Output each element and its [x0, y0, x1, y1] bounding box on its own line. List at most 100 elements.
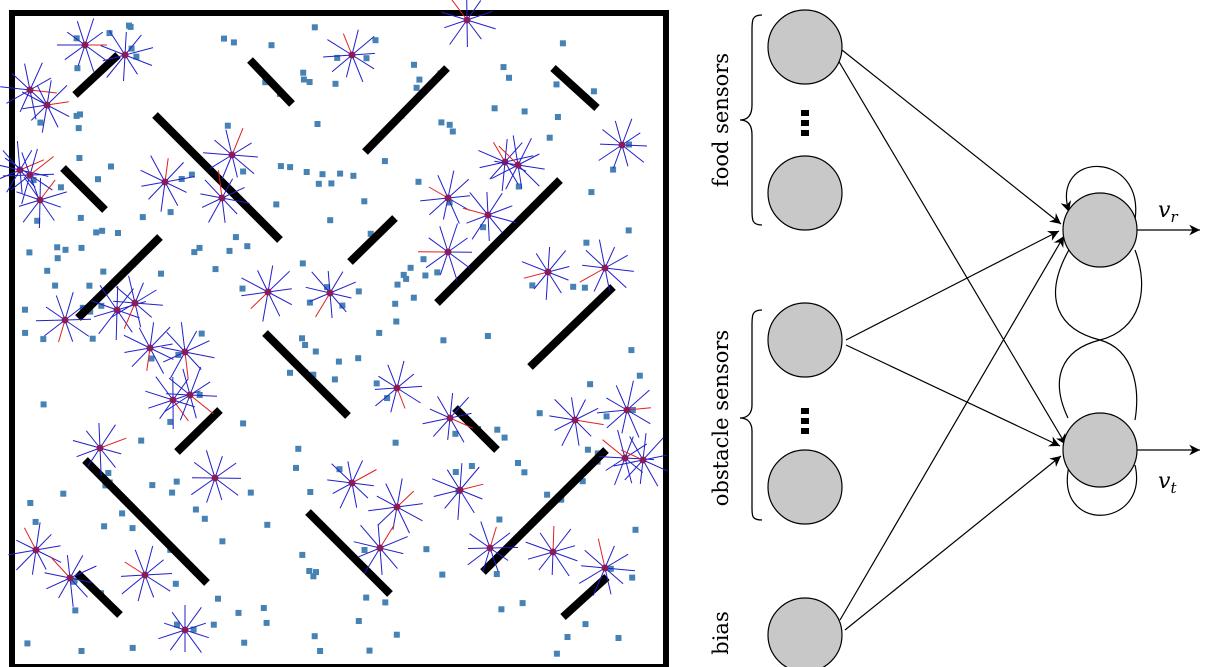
sensor-ray: [598, 144, 623, 161]
sensor-ray: [378, 375, 398, 389]
sensor-ray: [642, 459, 659, 487]
agent-body: [549, 548, 557, 556]
food-item: [626, 141, 632, 148]
network-diagram: food sensors obstacle sensors bias vr vt: [709, 9, 1200, 667]
sensor-ray: [368, 506, 398, 512]
food-item: [128, 45, 135, 52]
sensor-ray: [626, 407, 651, 411]
sensor-ray: [444, 489, 461, 509]
sensor-ray: [200, 193, 223, 199]
agent-body: [544, 268, 552, 276]
food-item: [373, 380, 380, 387]
food-item: [57, 184, 64, 191]
food-item: [310, 573, 317, 580]
sensor-ray: [491, 164, 519, 180]
food-item: [129, 644, 136, 651]
food-item: [384, 395, 391, 402]
sensor-ray: [184, 340, 210, 353]
sensor-ray: [10, 174, 31, 191]
sensor-ray: [164, 176, 195, 183]
sensor-ray: [161, 346, 186, 353]
sensor-ray: [554, 419, 576, 431]
agent-body: [514, 161, 522, 169]
sensor-ray: [19, 149, 33, 171]
sensor-ray: [214, 456, 223, 479]
sensor-ray: [621, 144, 645, 163]
agent-body: [131, 299, 139, 307]
sensor-ray: [99, 447, 116, 468]
sensor-ray: [466, 19, 482, 40]
sensor-ray: [84, 18, 95, 46]
sensor-ray: [98, 422, 101, 449]
sensor-ray: [267, 288, 292, 293]
food-item: [570, 283, 577, 290]
sensor-ray: [184, 351, 189, 379]
sensor-ray: [87, 447, 101, 467]
food-item: [582, 621, 589, 628]
food-item: [355, 355, 362, 362]
sensor-ray: [66, 31, 86, 46]
sensor-ray: [624, 459, 644, 481]
food-item: [361, 198, 368, 205]
sensor-ray: [428, 237, 449, 253]
sensor-ray: [447, 237, 468, 253]
sensor-ray: [582, 264, 606, 269]
sensor-ray: [221, 178, 234, 199]
obstacle-bar: [82, 457, 210, 586]
sensor-ray: [64, 44, 86, 61]
sensor-ray: [327, 479, 353, 484]
sensor-ray: [390, 387, 398, 413]
sensor-ray: [642, 459, 668, 472]
sensor-ray: [437, 396, 451, 419]
sensor-ray: [620, 449, 644, 461]
sensor-ray: [489, 532, 511, 549]
food-item: [139, 214, 146, 221]
food-item: [241, 639, 248, 646]
sensor-ray: [100, 45, 126, 56]
food-item: [372, 37, 379, 44]
sensor-ray: [225, 129, 233, 156]
food-item: [262, 79, 269, 86]
sensor-ray: [552, 528, 572, 553]
sensor-ray: [447, 170, 455, 199]
sensor-ray: [451, 0, 468, 21]
food-item: [169, 489, 176, 496]
agent-body: [264, 288, 272, 296]
sensor-ray: [357, 547, 381, 558]
agent: [305, 271, 356, 318]
bias-node: [767, 597, 843, 667]
food-item: [311, 633, 318, 640]
sensor-ray: [396, 373, 415, 389]
sensor-ray: [487, 214, 490, 242]
food-item: [86, 282, 93, 289]
loop-vt-to-vr: [1058, 249, 1143, 419]
sensor-ray: [64, 305, 84, 321]
food-item: [615, 635, 622, 641]
sensor-ray: [184, 622, 207, 631]
sensor-ray: [164, 181, 187, 193]
agent: [164, 366, 218, 421]
obstacle-bar: [262, 330, 351, 419]
food-item: [173, 478, 180, 485]
food-item: [101, 523, 108, 530]
sensor-ray: [639, 459, 644, 484]
agent-body: [444, 248, 452, 256]
food-item: [99, 227, 106, 234]
food-item: [355, 618, 362, 624]
food-item: [392, 439, 399, 446]
food-item: [603, 413, 610, 420]
food-item: [324, 284, 331, 291]
obstacle-bar: [72, 52, 121, 98]
obstacle-bar: [75, 234, 163, 321]
output-node-vr: [1062, 192, 1138, 268]
food-item: [506, 74, 512, 81]
food-item: [215, 595, 221, 602]
sensor-ray: [396, 387, 406, 409]
sensor-ray: [351, 460, 364, 484]
sensor-ray: [21, 152, 31, 176]
sensor-ray: [579, 267, 606, 283]
food-item: [299, 335, 305, 342]
food-item: [434, 269, 441, 276]
agent: [8, 522, 62, 575]
food-item: [174, 621, 180, 628]
